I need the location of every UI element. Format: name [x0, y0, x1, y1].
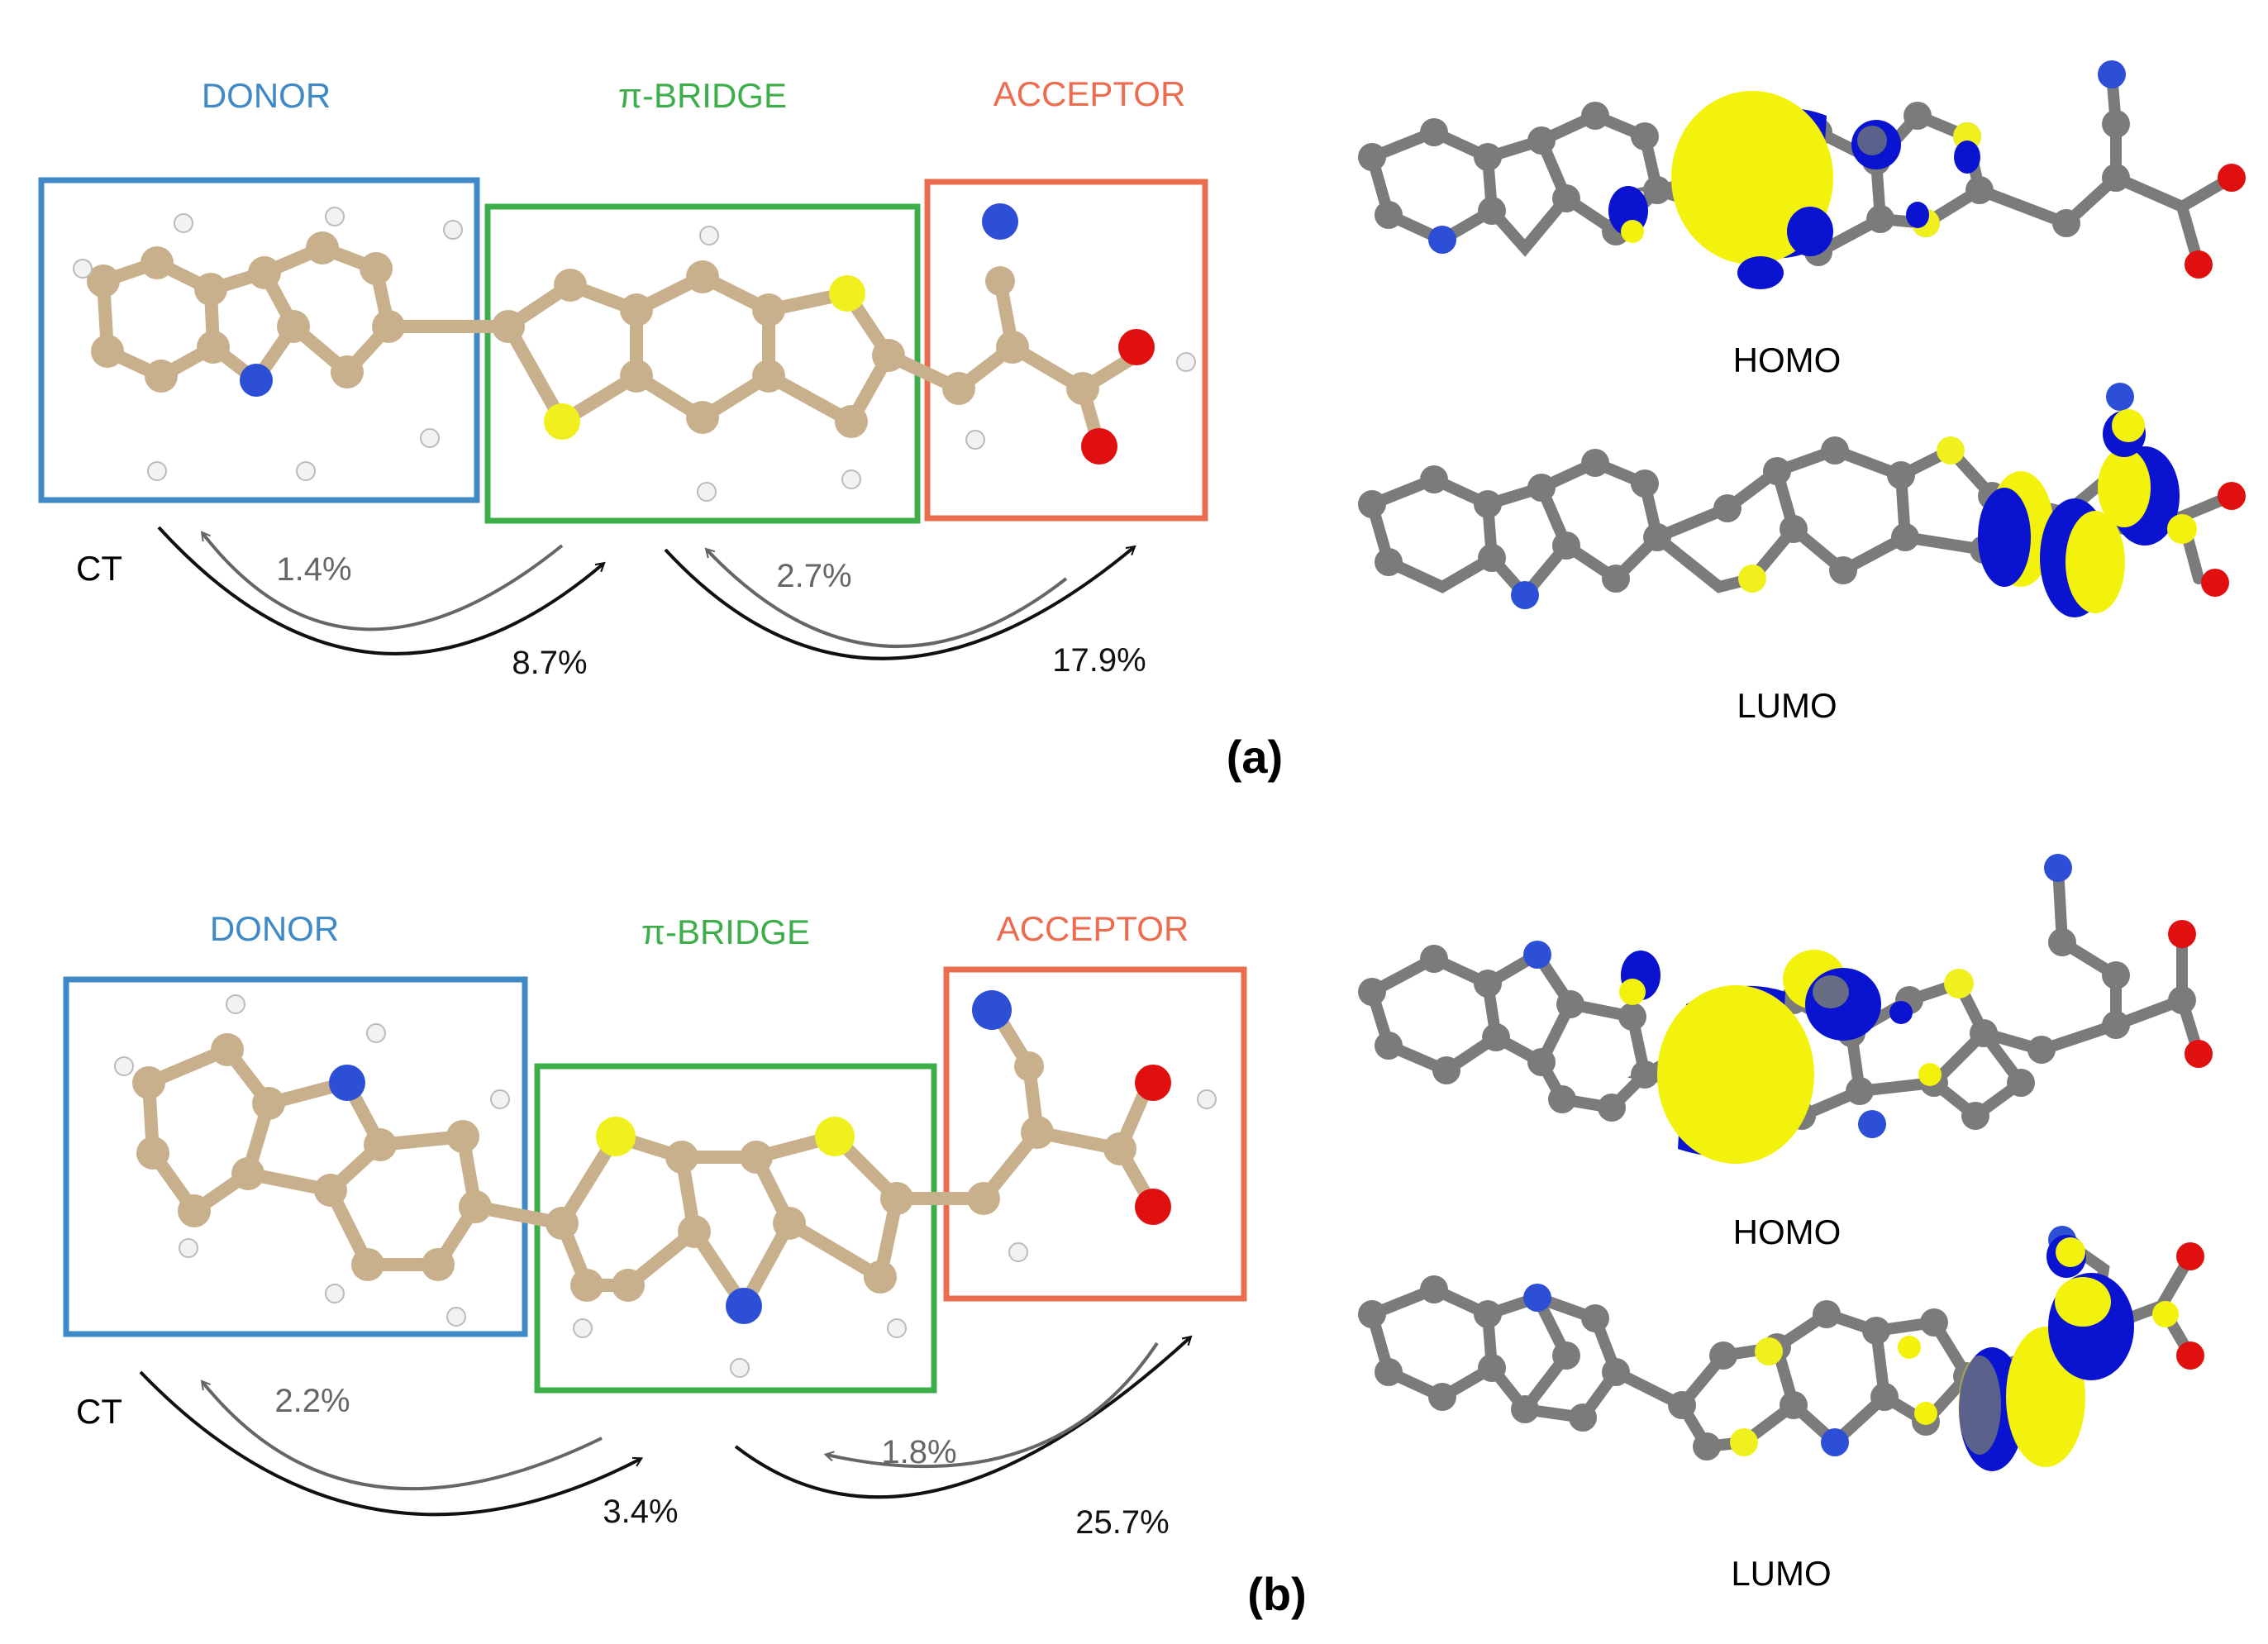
nitrogen-atom-b2 [726, 1288, 762, 1324]
panel-tag-a: (a) [1227, 731, 1283, 783]
oxygen-atom-a2 [1118, 329, 1155, 365]
forward-arrow-b1 [139, 1370, 644, 1517]
panel-b: DONOR π-BRIDGE ACCEPTOR [63, 854, 2213, 1620]
oxygen-atom-b1 [1135, 1189, 1171, 1225]
donor-box-a [38, 177, 480, 503]
sulfur-atom-b1 [596, 1117, 636, 1156]
homo-label-a: HOMO [1733, 341, 1842, 379]
molecule-b [141, 1006, 1160, 1319]
acceptor-box-a [924, 179, 1208, 522]
panel-tag-b: (b) [1247, 1568, 1307, 1620]
forward-transfer-a1: 8.7% [512, 645, 587, 681]
lumo-orbital-a [1358, 383, 2246, 617]
atoms-b [114, 990, 1217, 1378]
homo-orbital-b [1358, 854, 2213, 1164]
homo-orbital-a [1358, 60, 2246, 289]
forward-transfer-a2: 17.9% [1052, 642, 1146, 679]
back-arrow-b1 [200, 1380, 603, 1491]
lumo-label-b: LUMO [1731, 1554, 1831, 1593]
sulfur-atom-a2 [829, 275, 865, 312]
donor-label-a: DONOR [202, 76, 331, 115]
bridge-label-b: π-BRIDGE [641, 913, 810, 951]
atoms-a [73, 203, 1196, 502]
donor-box-b [63, 976, 528, 1337]
panel-a: DONOR π-BRIDGE ACCEPTOR [38, 60, 2246, 783]
back-arrow-a1 [200, 531, 564, 631]
ct-label-b: CT [76, 1392, 122, 1431]
nitrile-nitrogen-a [982, 203, 1018, 240]
back-transfer-b1: 2.2% [274, 1383, 350, 1419]
oxygen-atom-b2 [1135, 1065, 1171, 1101]
lumo-label-a: LUMO [1737, 686, 1837, 725]
nitrile-nitrogen-b [972, 990, 1012, 1030]
back-transfer-a1: 1.4% [276, 551, 351, 588]
back-arrow-b2 [823, 1341, 1159, 1469]
acceptor-label-a: ACCEPTOR [993, 74, 1186, 113]
sulfur-atom-b2 [815, 1117, 855, 1156]
forward-arrow-a1 [157, 526, 606, 655]
forward-transfer-b1: 3.4% [603, 1494, 678, 1530]
bridge-label-a: π-BRIDGE [618, 76, 787, 115]
back-transfer-b2: 1.8% [881, 1434, 956, 1470]
sulfur-atom-a1 [544, 403, 580, 440]
oxygen-atom-a1 [1081, 428, 1117, 465]
bridge-box-b [534, 1063, 937, 1394]
back-transfer-a2: 2.7% [776, 558, 851, 594]
forward-transfer-b2: 25.7% [1075, 1504, 1169, 1541]
nitrogen-atom-a [240, 364, 273, 397]
forward-arrow-b2 [734, 1335, 1193, 1499]
homo-label-b: HOMO [1733, 1213, 1842, 1251]
forward-arrow-a2 [664, 545, 1136, 660]
ct-label-a: CT [76, 549, 122, 588]
nitrogen-atom-b1 [329, 1065, 365, 1101]
lumo-orbital-b [1358, 1226, 2204, 1471]
donor-label-b: DONOR [210, 909, 339, 948]
back-arrow-a2 [704, 547, 1068, 649]
acceptor-label-b: ACCEPTOR [997, 909, 1189, 948]
acceptor-box-b [943, 966, 1247, 1302]
